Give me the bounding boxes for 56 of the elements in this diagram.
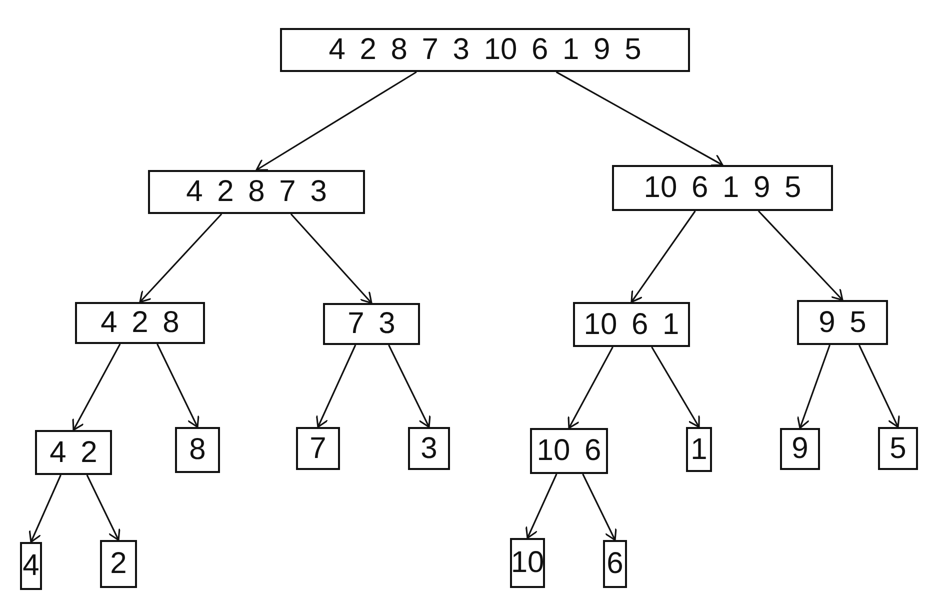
number-list: 4 2 8 7 3: [186, 177, 327, 207]
number-list: 8: [189, 435, 206, 465]
number-box: [603, 540, 627, 588]
arrow: [72, 344, 121, 431]
arrow: [525, 474, 558, 539]
number-list: 4 2 8: [100, 308, 180, 338]
arrow: [316, 344, 356, 428]
number-box: [612, 165, 833, 211]
number-list: 1: [690, 434, 708, 464]
number-list: 4 2: [50, 438, 98, 468]
number-list: 9: [792, 434, 808, 464]
number-box: [148, 170, 365, 214]
number-box: [323, 303, 420, 345]
arrow: [139, 213, 222, 303]
number-list: 10 6 1 9 5: [644, 173, 802, 203]
number-box: [573, 302, 690, 347]
number-box: [280, 28, 690, 72]
number-box: [20, 542, 42, 590]
arrow: [758, 210, 844, 301]
number-list: 3: [420, 434, 438, 464]
number-list: 5: [890, 434, 906, 464]
number-box: [686, 427, 712, 472]
arrow: [290, 213, 372, 304]
number-box: [530, 428, 608, 474]
arrow: [388, 344, 431, 428]
number-box: [878, 427, 918, 470]
arrow: [858, 344, 900, 428]
number-list: 2: [110, 549, 127, 579]
number-box: [510, 538, 545, 588]
number-box: [75, 302, 205, 344]
arrow: [28, 474, 62, 543]
number-box: [35, 430, 112, 475]
arrow: [568, 346, 614, 429]
number-list: 4 2 8 7 3 10 6 1 9 5: [328, 35, 642, 65]
number-list: 7 3: [348, 309, 396, 339]
number-list: 7: [310, 434, 326, 464]
number-list: 10 6 1: [584, 310, 680, 340]
number-box: [296, 427, 340, 470]
number-list: 10 6: [536, 436, 602, 466]
number-box: [175, 427, 220, 473]
arrow: [630, 210, 696, 303]
arrow: [256, 71, 417, 171]
number-list: 4: [22, 551, 40, 581]
number-box: [100, 540, 137, 588]
arrow: [582, 474, 617, 541]
arrow: [796, 344, 830, 429]
number-list: 10: [510, 548, 544, 578]
number-box: [780, 428, 820, 470]
arrow: [156, 344, 200, 428]
arrow: [86, 474, 120, 541]
number-list: 6: [606, 549, 624, 579]
number-box: [797, 300, 888, 345]
arrow: [556, 71, 724, 166]
arrow: [651, 346, 700, 428]
number-box: [408, 427, 450, 470]
number-list: 9 5: [818, 308, 866, 338]
